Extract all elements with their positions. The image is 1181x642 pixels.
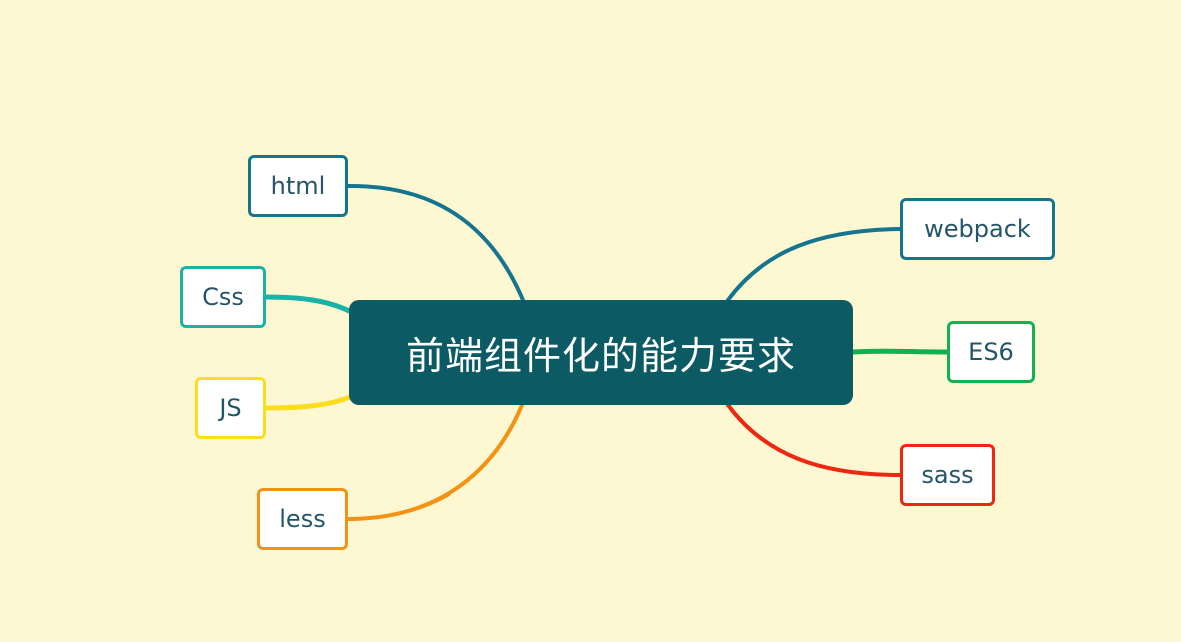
- topic-es6-label: ES6: [968, 338, 1014, 366]
- connector-css: [263, 294, 358, 317]
- connector-html: [346, 183, 527, 307]
- topic-less[interactable]: less: [257, 488, 348, 550]
- connector-webpack: [726, 227, 902, 302]
- topic-webpack-label: webpack: [924, 215, 1031, 243]
- topic-html-label: html: [270, 172, 326, 200]
- connector-es6: [850, 348, 950, 355]
- topic-webpack[interactable]: webpack: [900, 198, 1055, 260]
- topic-js[interactable]: JS: [195, 377, 266, 439]
- topic-less-label: less: [279, 505, 326, 533]
- topic-html[interactable]: html: [248, 155, 348, 217]
- topic-sass[interactable]: sass: [900, 444, 995, 506]
- topic-sass-label: sass: [921, 461, 974, 489]
- topic-css[interactable]: Css: [180, 266, 266, 328]
- central-topic-label: 前端组件化的能力要求: [405, 334, 796, 378]
- connector-sass: [726, 403, 902, 477]
- topic-css-label: Css: [202, 283, 244, 311]
- connector-js: [263, 393, 355, 411]
- topic-js-label: JS: [219, 394, 242, 422]
- topic-es6[interactable]: ES6: [947, 321, 1035, 383]
- central-topic[interactable]: 前端组件化的能力要求: [349, 300, 853, 405]
